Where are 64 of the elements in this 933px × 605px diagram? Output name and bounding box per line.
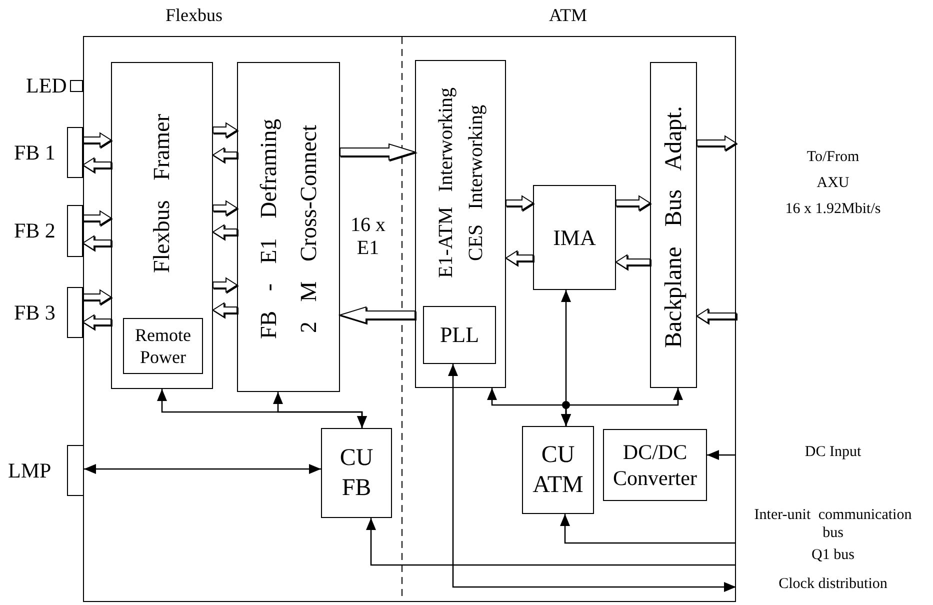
block-arrow: [616, 195, 651, 211]
block-arrow: [212, 147, 238, 163]
block-arrow: [212, 277, 238, 293]
block-arrow: [338, 306, 416, 324]
block-arrow: [506, 195, 534, 211]
block-label: CU FB: [340, 444, 374, 503]
block-label: DC/DC Converter: [613, 438, 697, 492]
signal-label: Clock distribution: [778, 576, 888, 593]
function-block: [111, 62, 213, 389]
connector-label: FB 3: [14, 300, 56, 325]
arrow: [707, 450, 736, 460]
connector-label: FB 2: [14, 218, 56, 244]
block-arrow: [82, 157, 112, 173]
bus-label: 16 x E1: [350, 214, 386, 260]
section-heading: ATM: [549, 5, 587, 26]
signal-label: DC Input: [804, 444, 862, 461]
block-label: IMA: [553, 224, 596, 252]
block-label: Backplane Bus Adapt.: [660, 105, 688, 350]
section-heading: Flexbus: [166, 5, 222, 26]
arrow: [366, 518, 736, 566]
block-label: CU ATM: [532, 441, 584, 500]
function-block: [237, 62, 340, 392]
function-block: [123, 318, 203, 374]
block-arrow: [340, 143, 417, 161]
block-arrow: [82, 210, 112, 226]
connector-label: LED: [26, 74, 67, 98]
block-label: 2 M Cross-Connect: [295, 123, 322, 335]
function-block: [603, 429, 707, 501]
function-block: [650, 62, 697, 388]
block-label: E1-ATM Interworking: [434, 86, 458, 280]
function-block: [533, 185, 616, 290]
block-label: CES Interworking: [464, 104, 488, 264]
double-arrow: [561, 388, 683, 426]
function-block: [423, 306, 496, 364]
block-arrow: [82, 235, 112, 251]
function-block: [415, 60, 506, 388]
double-arrow: [273, 392, 367, 428]
block-arrow: [82, 132, 112, 148]
block-arrow: [212, 302, 238, 318]
block-label: FB - E1 Deframing: [255, 117, 282, 341]
arrow: [560, 514, 736, 544]
block-arrow: [212, 224, 238, 240]
signal-label: To/From: [806, 149, 860, 166]
block-label: PLL: [440, 321, 480, 349]
function-block: [522, 426, 594, 514]
function-block: [321, 428, 392, 518]
block-arrow: [696, 308, 736, 324]
double-arrow: [448, 364, 736, 592]
connector-label: FB 1: [14, 140, 56, 165]
block-arrow: [615, 254, 650, 270]
signal-label: AXU: [816, 175, 850, 192]
signal-label: 16 x 1.92Mbit/s: [784, 201, 882, 218]
double-arrow: [84, 464, 321, 474]
block-arrow: [82, 289, 112, 305]
block-arrow: [82, 314, 112, 330]
block-arrow: [505, 250, 534, 266]
connector-label: LMP: [8, 458, 52, 483]
signal-label: Q1 bus: [810, 547, 856, 564]
block-label: Remote Power: [135, 324, 191, 368]
block-arrow: [212, 122, 238, 138]
block-label: Flexbus Framer: [148, 112, 175, 275]
block-arrow: [212, 200, 238, 216]
block-arrow: [696, 135, 737, 151]
signal-label: Inter-unit communication bus: [753, 506, 913, 542]
